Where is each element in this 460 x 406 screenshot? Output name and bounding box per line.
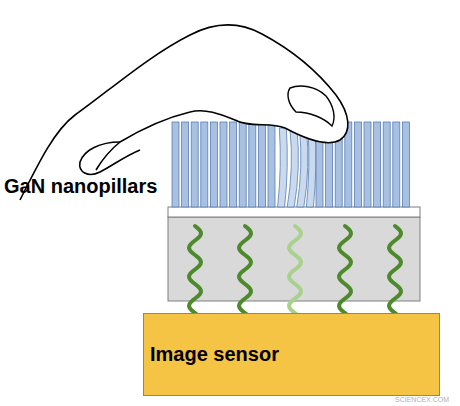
part-label: GaN nanopillars (4, 175, 157, 198)
nanopillar (393, 122, 400, 207)
nanopillar (172, 122, 179, 207)
nanopillar (201, 122, 208, 207)
nanopillar-array (172, 122, 409, 207)
block-label: Image sensor (150, 343, 433, 366)
nanopillar (220, 122, 227, 207)
bent-nanopillar (297, 128, 308, 207)
nanopillar (182, 122, 189, 207)
base-layer (168, 207, 420, 217)
nanopillar (354, 122, 361, 207)
nanopillar (258, 122, 265, 207)
nanopillar (383, 122, 390, 207)
nanopillar (230, 122, 237, 207)
sensor-block: Image sensor (143, 313, 440, 396)
nanopillar (374, 122, 381, 207)
nanopillar (191, 122, 198, 207)
nanopillar (239, 122, 246, 207)
nanopillar (249, 122, 256, 207)
watermark: SCIENCEX.COM (395, 396, 449, 403)
nanopillar (364, 122, 371, 207)
nanopillar (402, 122, 409, 207)
bent-nanopillar (287, 128, 298, 207)
finger-knuckle (80, 142, 140, 174)
finger-outline (20, 25, 348, 200)
nanopillar (210, 122, 217, 207)
bent-nanopillar (278, 128, 288, 207)
fingernail (288, 86, 334, 126)
substrate-block (168, 217, 420, 301)
nanopillar (268, 122, 275, 207)
